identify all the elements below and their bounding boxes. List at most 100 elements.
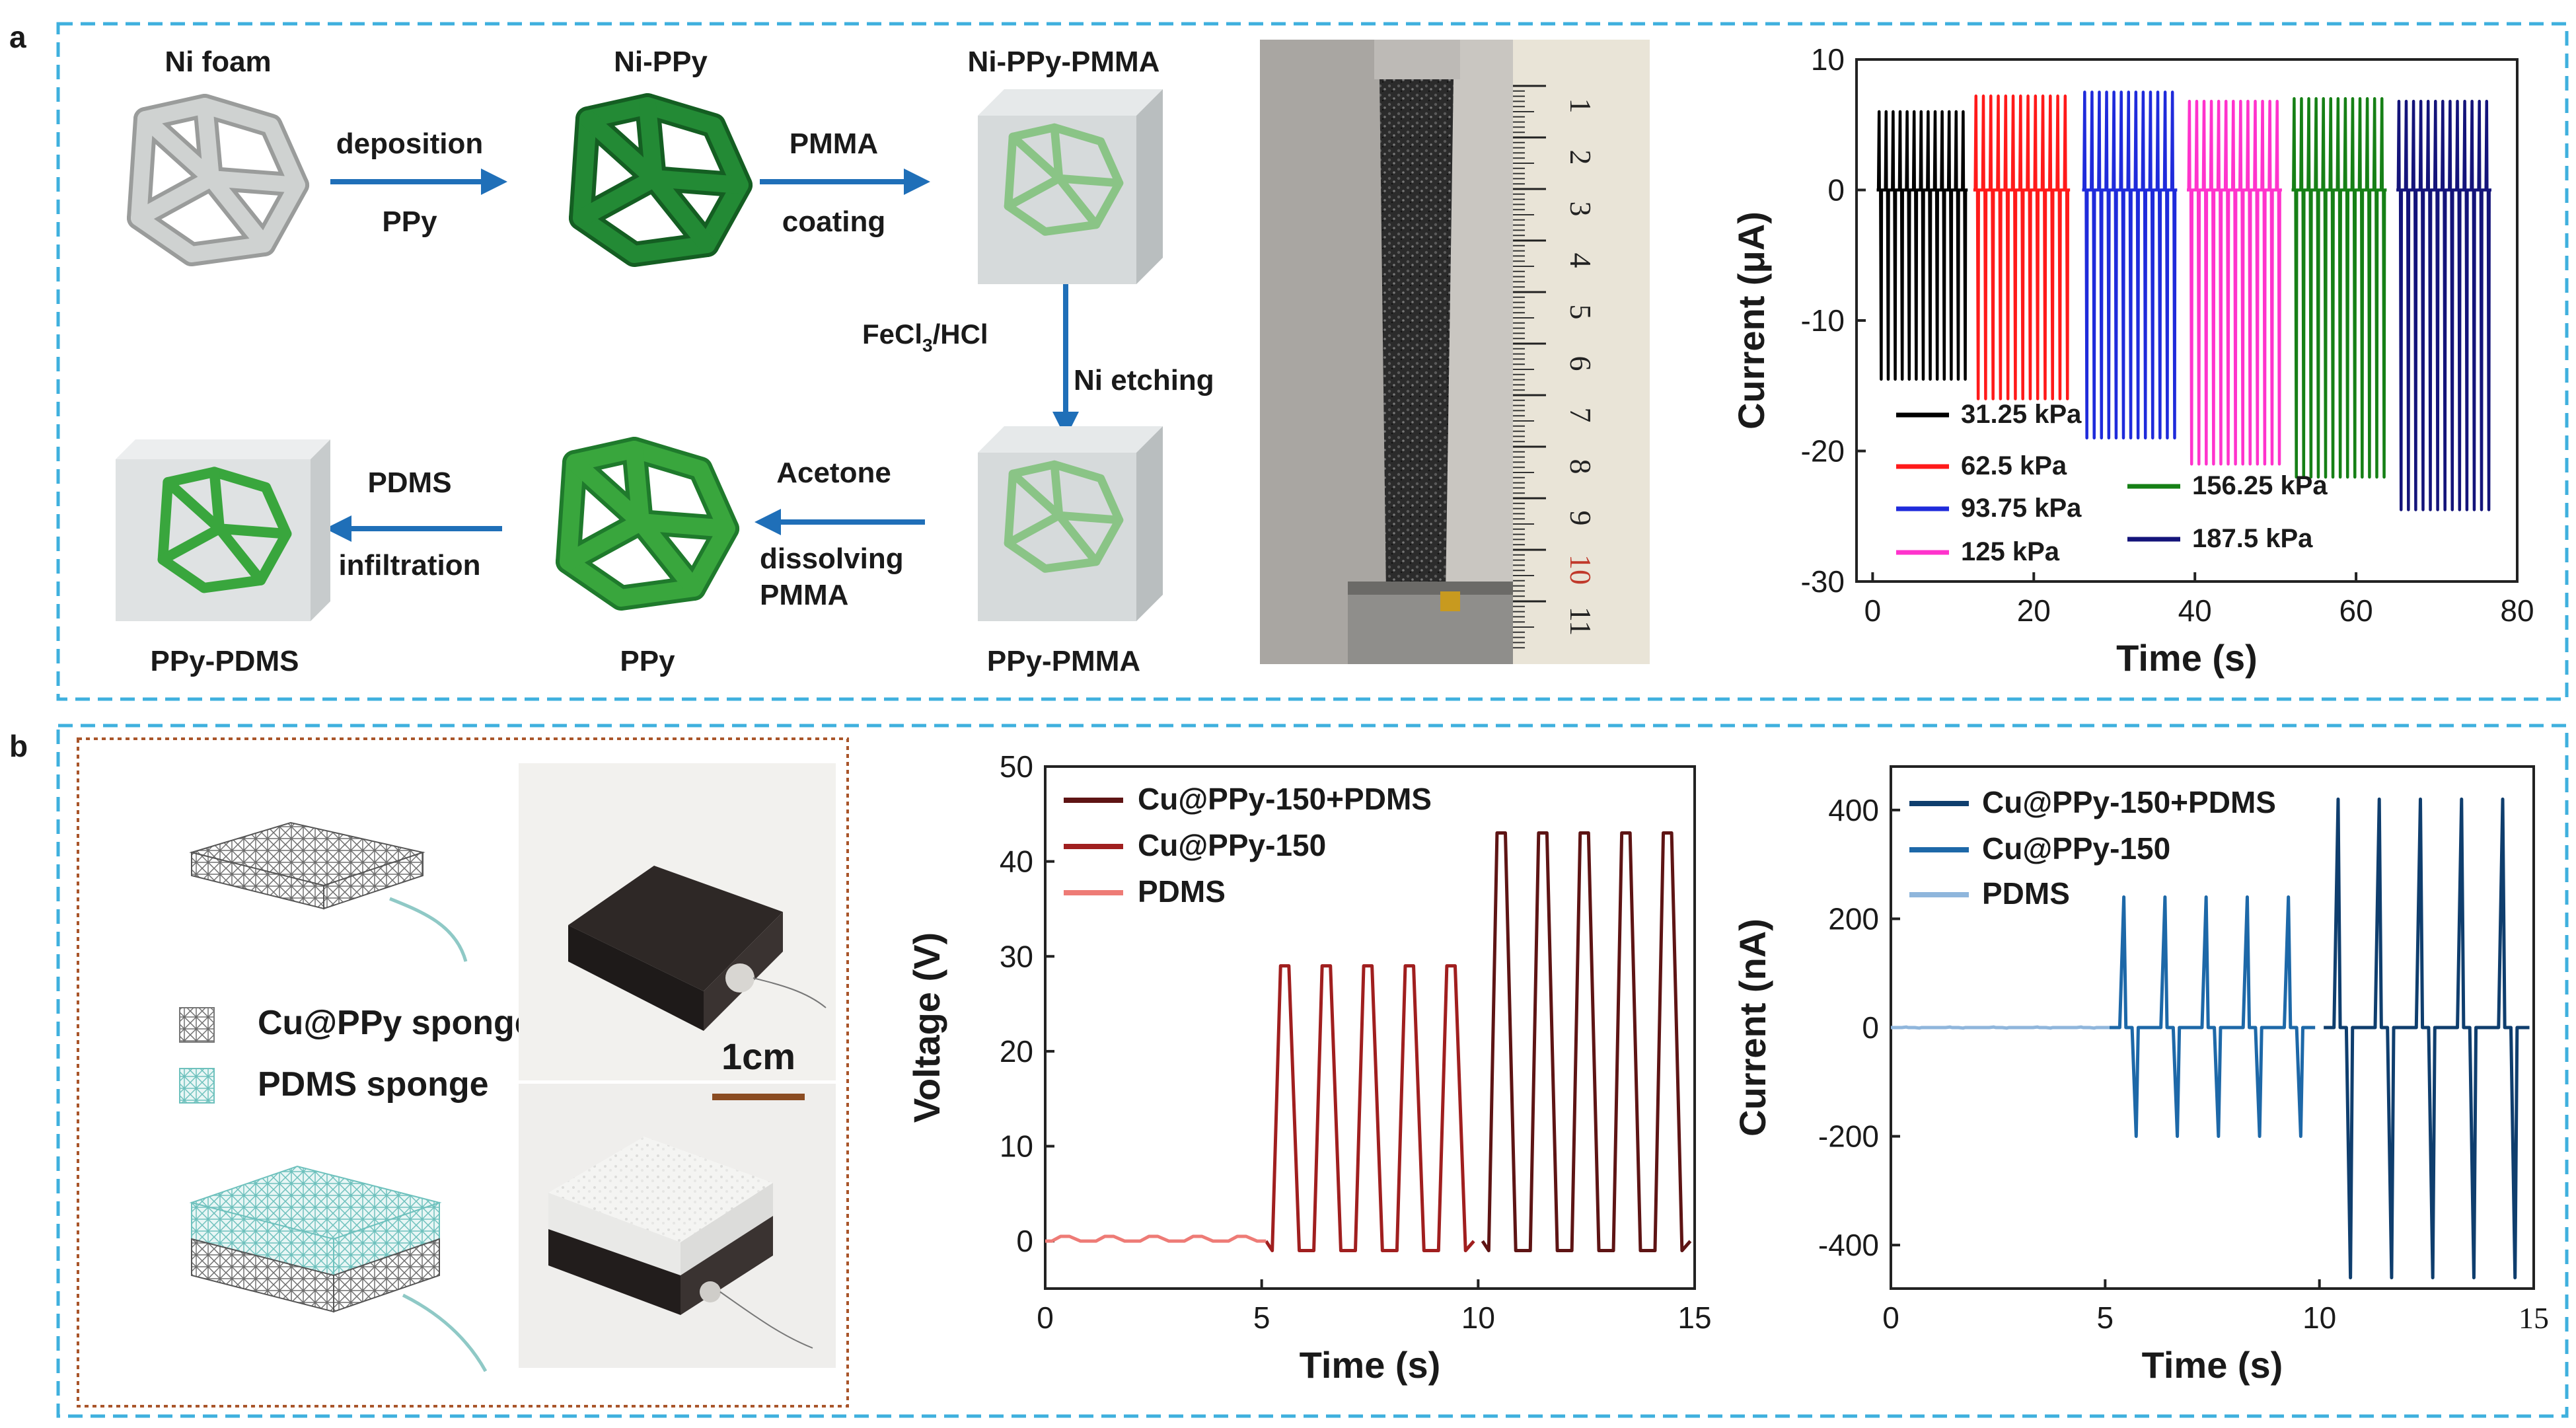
x-axis-label: Time (s) <box>1300 1344 1441 1386</box>
legend-label-2: 93.75 kPa <box>1961 494 2082 523</box>
step4-bottom2: PMMA <box>760 579 848 611</box>
y-tick-label: 50 <box>1000 749 1033 784</box>
schematic: Ni foam Ni-PPy Ni-PPy-PMMA PPy-PMMA PPy … <box>116 46 1214 677</box>
scale-bar-label: 1cm <box>721 1035 795 1077</box>
x-tick-label: 0 <box>1864 593 1882 628</box>
y-tick-label: -20 <box>1801 434 1845 469</box>
step3-left: FeCl3/HCl <box>862 319 988 356</box>
plot-frame <box>1044 765 1696 1290</box>
layered-sponge-model <box>189 1165 488 1372</box>
panel-label-b: b <box>9 729 28 763</box>
x-tick-label: 10 <box>1461 1300 1495 1335</box>
y-tick-label: 10 <box>1000 1129 1033 1164</box>
panel-label-a: a <box>9 20 26 54</box>
legend-pdms-sponge: PDMS sponge <box>258 1065 489 1104</box>
x-tick-label: 60 <box>2339 593 2373 628</box>
sponge-schematic: Cu@PPy sponge PDMS sponge <box>179 821 534 1372</box>
sponge-photos: 1cm <box>519 763 836 1368</box>
x-tick-label: 5 <box>1253 1300 1270 1335</box>
ruler-number: 6 <box>1564 356 1598 371</box>
series-line-2 <box>1045 1234 1267 1243</box>
x-tick-label: 5 <box>2097 1300 2114 1335</box>
ni-ppy-structure <box>569 93 753 267</box>
ruler-number: 9 <box>1564 511 1598 526</box>
step4-top: Acetone <box>776 457 891 489</box>
label-ppy: PPy <box>620 645 675 677</box>
ppy-structure <box>556 437 739 611</box>
y-tick-label: 200 <box>1828 901 1879 936</box>
y-tick-label: -200 <box>1818 1119 1879 1154</box>
y-tick-label: 0 <box>1862 1010 1879 1045</box>
x-tick-label: 20 <box>2017 593 2051 628</box>
ppy-pdms-block <box>116 439 330 621</box>
ruler-number: 10 <box>1564 554 1598 585</box>
ruler-number: 4 <box>1564 253 1598 268</box>
step2-bottom: coating <box>782 206 885 238</box>
label-ppy-pmma: PPy-PMMA <box>987 645 1140 677</box>
step2-top: PMMA <box>790 128 878 160</box>
x-axis-label: Time (s) <box>2116 637 2258 679</box>
step1-top: deposition <box>336 128 483 160</box>
ruler-number: 8 <box>1564 459 1598 474</box>
ruler-number: 11 <box>1564 607 1598 636</box>
legend-label-1: 62.5 kPa <box>1961 451 2067 480</box>
x-tick-label: 80 <box>2500 593 2534 628</box>
y-tick-label: 10 <box>1811 42 1845 77</box>
y-axis-label: Current (nA) <box>1732 919 1773 1137</box>
label-ni-foam: Ni foam <box>165 46 271 78</box>
clamp <box>1348 582 1513 664</box>
step3-right: Ni etching <box>1074 364 1214 396</box>
ppy-pmma-block <box>978 426 1163 621</box>
legend-label-2: PDMS <box>1982 876 2070 911</box>
series-line-0 <box>2324 797 2530 1280</box>
y-tick-label: 40 <box>1000 845 1033 879</box>
legend-label-1: Cu@PPy-150 <box>1138 828 1326 862</box>
x-tick-label: 0 <box>1037 1300 1054 1335</box>
ruler-number: 3 <box>1564 202 1598 217</box>
y-tick-label: -10 <box>1801 303 1845 338</box>
step4-bottom1: dissolving <box>760 543 904 575</box>
y-tick-label: -30 <box>1801 564 1845 599</box>
legend-cu-sponge: Cu@PPy sponge <box>258 1004 534 1042</box>
y-tick-label: -400 <box>1818 1228 1879 1262</box>
series-line-4 <box>2291 97 2387 479</box>
legend-label-3: 125 kPa <box>1961 537 2060 566</box>
panel-a-frame <box>56 22 2569 701</box>
y-tick-label: 0 <box>1827 173 1845 207</box>
series-line-2 <box>1891 1025 2110 1030</box>
x-tick-label: 10 <box>2302 1300 2336 1335</box>
legend-label-2: PDMS <box>1138 874 1226 909</box>
legend-label-0: Cu@PPy-150+PDMS <box>1138 782 1432 816</box>
label-ppy-pdms: PPy-PDMS <box>151 645 299 677</box>
series-line-2 <box>2082 91 2178 439</box>
label-ni-ppy-pmma: Ni-PPy-PMMA <box>968 46 1160 78</box>
series-line-0 <box>1876 110 1968 381</box>
legend-label-0: Cu@PPy-150+PDMS <box>1982 785 2276 819</box>
y-tick-label: 30 <box>1000 939 1033 973</box>
ppy-pdms-sample <box>1380 79 1454 595</box>
legend-label-0: 31.25 kPa <box>1961 400 2082 429</box>
x-tick-label: 0 <box>1882 1300 1899 1335</box>
legend-label-5: 187.5 kPa <box>2192 524 2313 553</box>
x-tick-label: 40 <box>2178 593 2212 628</box>
x-axis-label: Time (s) <box>2142 1344 2283 1386</box>
ruler-number: 5 <box>1564 305 1598 320</box>
series-line-3 <box>2187 99 2282 466</box>
ni-foam-structure <box>127 94 309 266</box>
series-line-1 <box>1973 94 2071 400</box>
panel-b-frame <box>56 724 2569 1418</box>
y-axis-label: Current (μA) <box>1730 211 1772 430</box>
ruler-number: 2 <box>1564 150 1598 165</box>
ruler <box>1513 40 1650 664</box>
ni-ppy-pmma-block <box>978 89 1163 284</box>
legend-label-1: Cu@PPy-150 <box>1982 831 2170 866</box>
series-line-1 <box>1265 964 1475 1253</box>
legend-label-4: 156.25 kPa <box>2192 471 2328 500</box>
y-axis-label: Voltage (V) <box>906 932 947 1123</box>
pdms-swatch <box>179 1068 215 1104</box>
